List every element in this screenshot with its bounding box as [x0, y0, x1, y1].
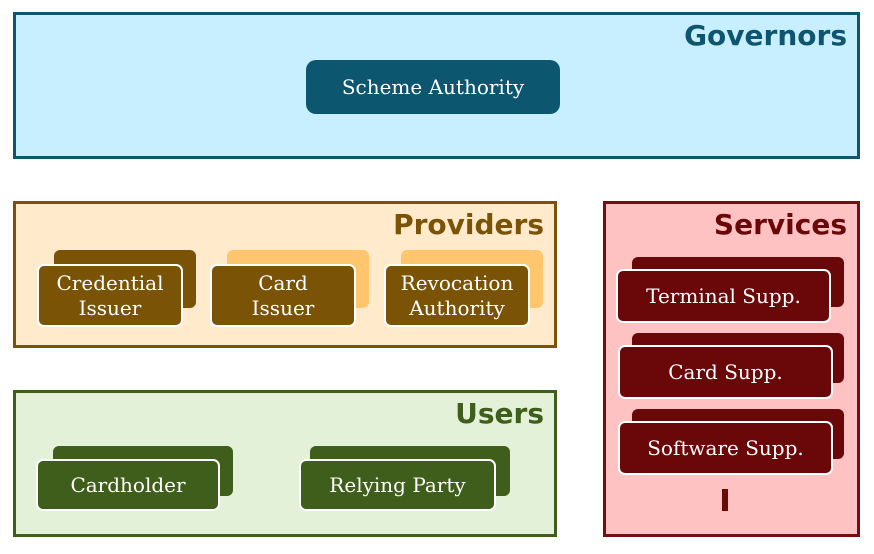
governors-panel: Governors Scheme Authority [13, 12, 860, 159]
cardholder-label: Cardholder [70, 472, 186, 497]
revocation-authority-line1: Revocation [400, 270, 514, 295]
cardholder-box: Cardholder [36, 459, 220, 511]
card-issuer-line1: Card [258, 270, 308, 295]
revocation-authority-line2: Authority [409, 295, 505, 320]
scheme-authority-box: Scheme Authority [306, 60, 560, 114]
credential-issuer-box: Credential Issuer [37, 264, 183, 327]
providers-panel: Providers Credential Issuer Card Issuer … [13, 201, 557, 348]
software-supp-box: Software Supp. [618, 421, 833, 475]
governors-title: Governors [684, 19, 847, 52]
revocation-authority-box: Revocation Authority [384, 264, 530, 327]
users-panel: Users Cardholder Relying Party [13, 390, 557, 537]
providers-title: Providers [393, 208, 544, 241]
relying-party-label: Relying Party [329, 472, 466, 497]
relying-party-box: Relying Party [299, 459, 496, 511]
card-issuer-box: Card Issuer [210, 264, 356, 327]
credential-issuer-line2: Issuer [78, 295, 142, 320]
software-supp-label: Software Supp. [647, 435, 804, 460]
terminal-supp-box: Terminal Supp. [616, 269, 831, 323]
card-issuer-line2: Issuer [251, 295, 315, 320]
terminal-supp-label: Terminal Supp. [646, 283, 801, 308]
services-title: Services [713, 208, 847, 241]
users-title: Users [455, 397, 544, 430]
scheme-authority-label: Scheme Authority [341, 75, 525, 99]
card-supp-label: Card Supp. [668, 359, 783, 384]
credential-issuer-line1: Credential [56, 270, 164, 295]
card-supp-box: Card Supp. [618, 345, 833, 399]
more-services-marker [722, 489, 728, 511]
services-panel: Services Terminal Supp. Card Supp. Softw… [603, 201, 860, 537]
